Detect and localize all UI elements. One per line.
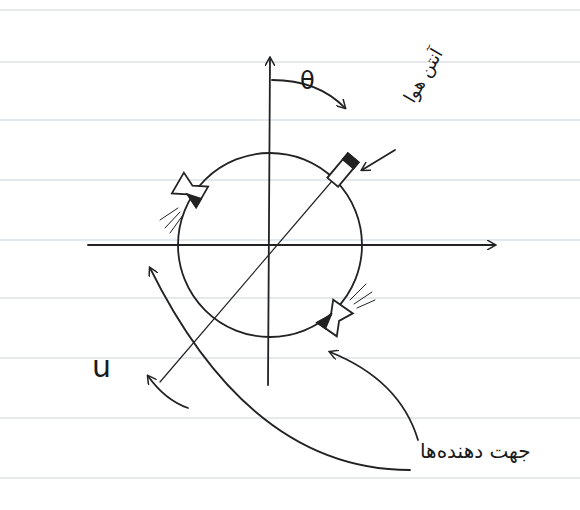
y-axis (268, 58, 270, 385)
leader-arrow (330, 352, 418, 440)
satellite-body (178, 153, 362, 337)
exhaust (160, 208, 183, 233)
leader-arrow (150, 268, 410, 470)
paper-lines (0, 10, 580, 478)
thruster (172, 173, 208, 208)
x-axis (88, 244, 495, 246)
label: u (92, 350, 111, 383)
leader-arrow (362, 150, 395, 170)
antenna-axis (160, 160, 350, 382)
antenna (327, 153, 358, 187)
label: آنتن هوا (400, 45, 446, 106)
exhaust (350, 284, 375, 308)
u-arrow (148, 376, 188, 408)
thruster (317, 300, 353, 337)
label: جهت دهنده‌ها (420, 440, 531, 462)
label: θ (300, 68, 315, 94)
